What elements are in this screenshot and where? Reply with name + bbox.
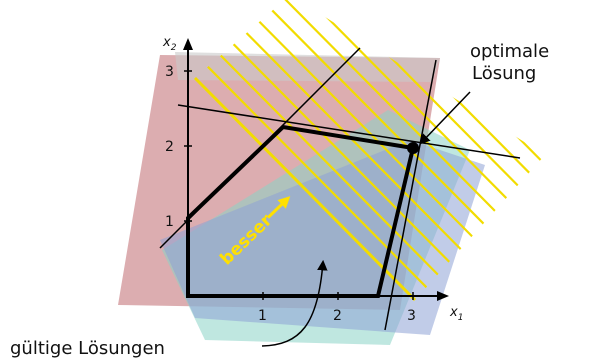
hatch-line bbox=[230, 41, 452, 265]
x-axis-label: x1 bbox=[449, 305, 463, 323]
hatch-line bbox=[483, 0, 545, 12]
objective-line bbox=[193, 76, 417, 302]
hatch-line bbox=[447, 0, 545, 48]
optimal-solution-label-2: Lösung bbox=[472, 63, 536, 84]
x-tick-label-1: 1 bbox=[258, 308, 267, 324]
feasible-region-outline bbox=[186, 124, 416, 298]
hatch-line bbox=[471, 0, 545, 24]
constraint-halfplanes bbox=[118, 52, 485, 345]
y-tick-label-1: 1 bbox=[165, 214, 174, 230]
optimal-point bbox=[407, 142, 419, 154]
better-arrow-shaft bbox=[266, 201, 285, 219]
y-axis-label: x2 bbox=[162, 35, 177, 53]
feasible-solutions-label: gültige Lösungen bbox=[10, 338, 165, 359]
y-tick-label-3: 3 bbox=[165, 64, 174, 80]
x-axis-arrow-icon bbox=[437, 291, 449, 301]
x-tick-label-2: 2 bbox=[333, 308, 342, 324]
optimal-solution-label-1: optimale bbox=[470, 41, 549, 62]
y-axis-arrow-icon bbox=[183, 38, 193, 50]
optimal-pointer bbox=[419, 91, 471, 145]
hatch-line bbox=[459, 0, 545, 36]
halfplane-gray bbox=[175, 52, 440, 82]
hatch-line bbox=[278, 0, 501, 217]
x-tick-label-3: 3 bbox=[407, 308, 416, 324]
hatch-line bbox=[242, 28, 465, 253]
better-arrow-icon bbox=[277, 196, 291, 209]
hatch-line bbox=[266, 4, 489, 229]
feasible-pointer bbox=[261, 259, 328, 347]
hatch-line bbox=[254, 16, 477, 241]
y-tick-label-2: 2 bbox=[165, 139, 174, 155]
constraint-line-1 bbox=[177, 104, 521, 159]
constraint-line-3 bbox=[384, 59, 437, 331]
